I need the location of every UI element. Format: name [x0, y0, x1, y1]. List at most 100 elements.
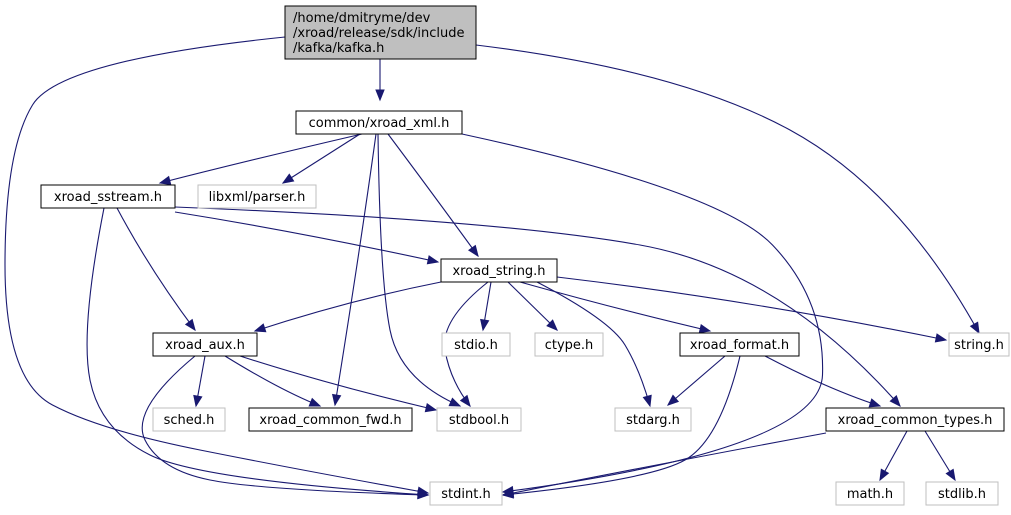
- arrowhead: [868, 398, 882, 408]
- node-label: stdarg.h: [626, 413, 680, 428]
- node-box: [152, 332, 258, 357]
- node-box: [197, 184, 317, 209]
- node-box: [429, 481, 503, 506]
- arrowhead: [934, 333, 948, 343]
- arrowhead: [331, 393, 342, 407]
- edge-xroad_sstream-to-stdint: [86, 207, 430, 500]
- node-label: xroad_format.h: [690, 338, 789, 353]
- arrowhead: [193, 394, 203, 408]
- node-xroad-sstream[interactable]: xroad_sstream.h: [40, 184, 176, 209]
- arrowhead: [308, 397, 322, 407]
- node-box: [436, 407, 522, 432]
- arrowhead: [889, 394, 901, 408]
- node-box: [614, 407, 692, 432]
- node-label: xroad_string.h: [452, 264, 545, 279]
- edge-xroad_string-to-stdio: [480, 281, 492, 332]
- node-box: [534, 332, 604, 357]
- node-xroad-aux[interactable]: xroad_aux.h: [152, 332, 258, 357]
- arrowhead: [375, 89, 385, 102]
- edge-xroad_string-to-ctype: [507, 281, 558, 331]
- node-xroad-string[interactable]: xroad_string.h: [440, 258, 558, 283]
- node-label: xroad_aux.h: [165, 338, 245, 353]
- node-label: stdio.h: [454, 338, 498, 353]
- node-label: stdlib.h: [938, 487, 986, 502]
- arrowhead: [945, 468, 956, 482]
- node-label: /xroad/release/sdk/include: [293, 26, 465, 41]
- node-ctype: ctype.h: [534, 332, 604, 357]
- node-label: math.h: [847, 487, 893, 502]
- node-box: [825, 407, 1005, 432]
- nodes-layer: /home/dmitryme/dev/xroad/release/sdk/inc…: [40, 5, 1010, 506]
- node-stdarg: stdarg.h: [614, 407, 692, 432]
- edge-xroad_common_types-to-math: [879, 430, 908, 482]
- edge-xroad_string-to-xroad_aux: [253, 281, 442, 333]
- node-box: [295, 110, 463, 135]
- node-label: xroad_common_types.h: [838, 413, 993, 428]
- node-label: stdbool.h: [449, 413, 509, 428]
- node-xroad-common-types[interactable]: xroad_common_types.h: [825, 407, 1005, 432]
- node-box: [679, 332, 800, 357]
- node-box: [925, 481, 999, 506]
- arrowhead: [417, 489, 430, 500]
- edge-xroad_format-to-xroad_common_types: [764, 355, 882, 408]
- arrowhead: [480, 318, 490, 332]
- node-common-xroad-xml[interactable]: common/xroad_xml.h: [295, 110, 463, 135]
- edges-layer: [4, 36, 980, 500]
- arrowhead: [426, 255, 440, 265]
- node-math: math.h: [835, 481, 905, 506]
- node-stdint: stdint.h: [429, 481, 503, 506]
- node-stdbool: stdbool.h: [436, 407, 522, 432]
- edge-xroad_aux-to-xroad_common_fwd: [224, 355, 322, 407]
- node-label: sched.h: [164, 413, 215, 428]
- node-root[interactable]: /home/dmitryme/dev/xroad/release/sdk/inc…: [284, 5, 477, 60]
- arrowhead: [546, 319, 558, 331]
- edge-xroad_aux-to-sched: [193, 355, 206, 408]
- node-label: /kafka/kafka.h: [293, 41, 384, 56]
- edge-xroad_common_types-to-stdint: [501, 432, 827, 498]
- arrowhead: [459, 394, 471, 408]
- node-label: stdint.h: [441, 487, 490, 502]
- node-libxml-parser: libxml/parser.h: [197, 184, 317, 209]
- node-box: [835, 481, 905, 506]
- arrowhead: [281, 173, 295, 184]
- node-label: /home/dmitryme/dev: [293, 11, 431, 26]
- arrowhead: [158, 175, 172, 185]
- node-label: libxml/parser.h: [209, 190, 306, 205]
- node-box: [284, 5, 477, 60]
- edge-common_xroad_xml-to-xroad_sstream: [158, 133, 363, 185]
- edge-common_xroad_xml-to-libxml_parser: [281, 133, 361, 184]
- edge-xroad_string-to-string: [556, 276, 948, 343]
- arrowhead: [253, 323, 267, 333]
- edge-xroad_sstream-to-xroad_common_types: [174, 206, 901, 408]
- edge-xroad_aux-to-stdbool: [239, 355, 438, 413]
- edge-xroad_format-to-stdarg: [666, 355, 726, 406]
- node-string: string.h: [948, 332, 1010, 357]
- node-box: [441, 332, 511, 357]
- edge-root-to-common_xroad_xml: [375, 59, 385, 102]
- edge-xroad_string-to-xroad_format: [519, 281, 712, 334]
- arrowhead: [642, 394, 652, 408]
- node-stdlib: stdlib.h: [925, 481, 999, 506]
- node-box: [948, 332, 1010, 357]
- node-stdio: stdio.h: [441, 332, 511, 357]
- arrowhead: [467, 244, 479, 258]
- node-sched: sched.h: [152, 407, 226, 432]
- edge-common_xroad_xml-to-xroad_common_fwd: [331, 133, 377, 407]
- node-xroad-common-fwd[interactable]: xroad_common_fwd.h: [248, 407, 413, 432]
- arrowhead: [969, 321, 980, 335]
- arrowhead: [698, 323, 712, 334]
- node-xroad-format[interactable]: xroad_format.h: [679, 332, 800, 357]
- arrowhead: [666, 394, 680, 406]
- arrowhead: [448, 397, 462, 407]
- arrowhead: [184, 318, 196, 332]
- node-box: [152, 407, 226, 432]
- edge-xroad_common_types-to-stdlib: [924, 430, 956, 482]
- node-box: [40, 184, 176, 209]
- edge-root-to-string: [475, 44, 980, 335]
- edge-xroad_aux-to-stdint: [141, 355, 430, 500]
- node-label: xroad_common_fwd.h: [259, 413, 401, 428]
- arrowhead: [879, 468, 890, 482]
- node-label: ctype.h: [545, 338, 594, 353]
- node-label: xroad_sstream.h: [54, 190, 162, 205]
